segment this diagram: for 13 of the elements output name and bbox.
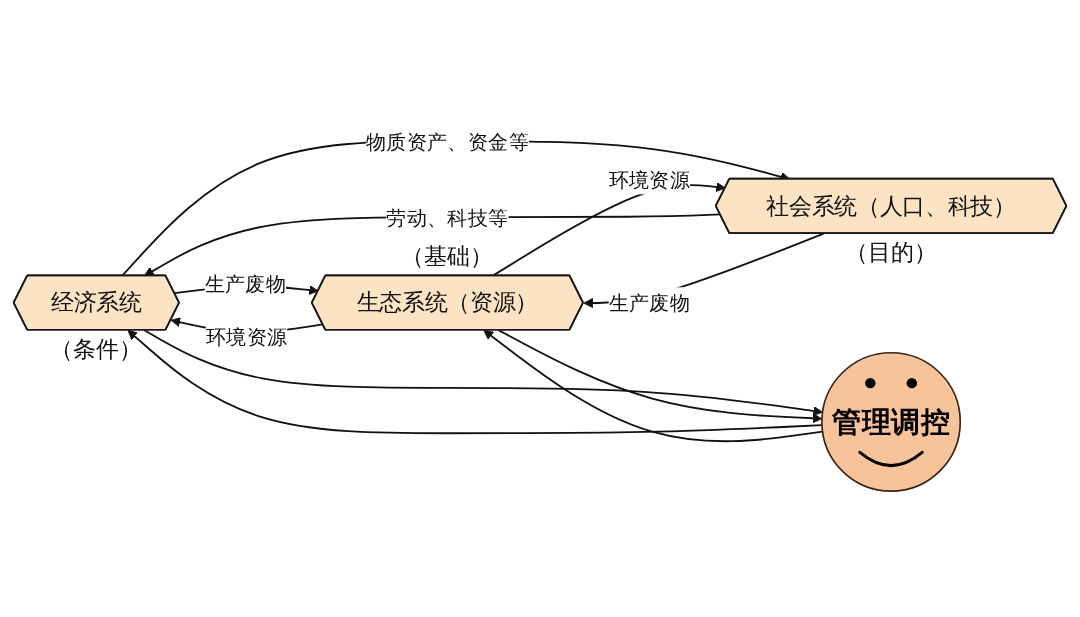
edge-label: 环境资源 [608, 167, 691, 192]
role-label: （基础） [401, 243, 494, 269]
role-label: （条件） [50, 336, 143, 362]
edge-label: 环境资源 [205, 324, 288, 349]
arrow [143, 329, 823, 416]
arrow [127, 329, 823, 435]
edge-label: 物质资产、资金等 [365, 129, 530, 154]
role-label: （目的） [845, 239, 938, 266]
arrow [497, 329, 823, 424]
edge-label: 生产废物 [608, 290, 691, 315]
node-circle: 管理调控 [821, 351, 962, 492]
edge-label: 生产废物 [204, 271, 287, 296]
edge-label: 劳动、科技等 [386, 205, 509, 230]
